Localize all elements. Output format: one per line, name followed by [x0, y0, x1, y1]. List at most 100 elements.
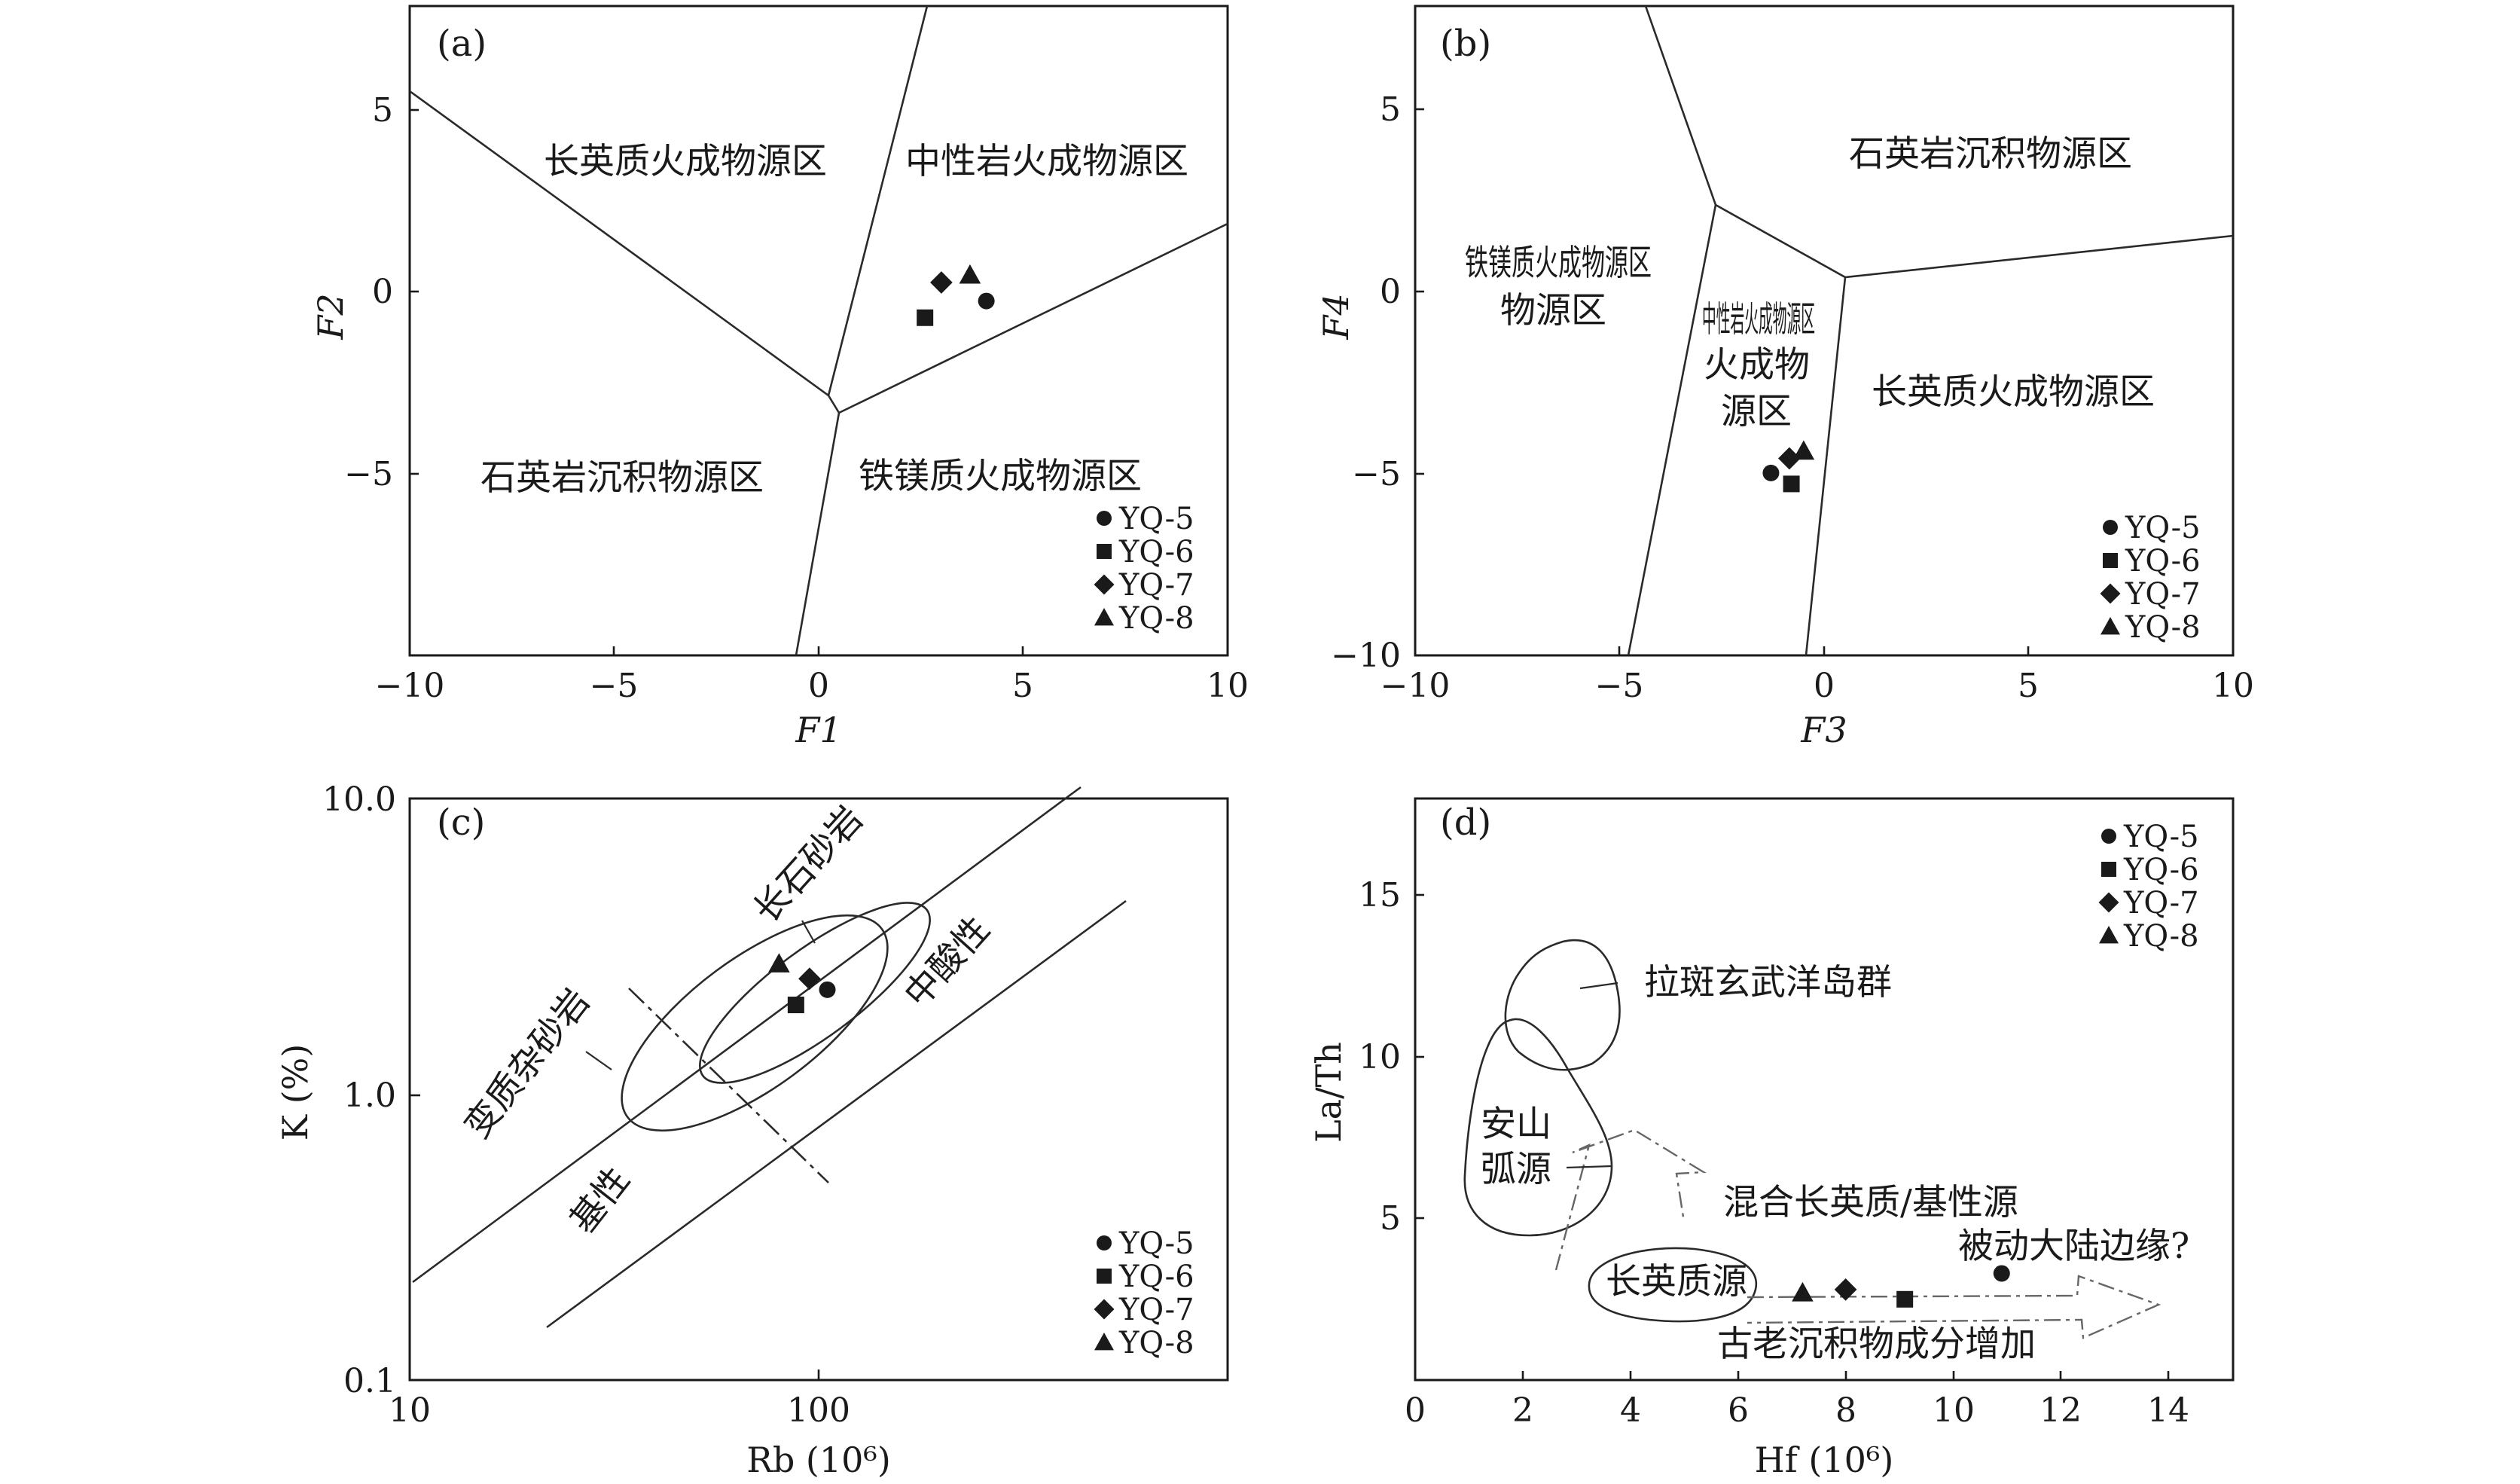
data-point — [917, 309, 934, 326]
plot-frame — [1414, 797, 2235, 1382]
region-label: 中性岩火成物源区 — [1702, 299, 1815, 340]
y-tick-label: 10.0 — [322, 780, 396, 819]
region-label: 石英岩沉积物源区 — [481, 457, 764, 499]
field-outline — [621, 914, 889, 1132]
region-label: 物源区 — [1500, 290, 1606, 331]
legend-label: YQ-6 — [2123, 853, 2199, 887]
legend-marker — [2101, 829, 2116, 844]
y-tick-label: −10 — [1331, 637, 1401, 675]
x-axis: 0 2 4 6 8 10 12 14 Hf (10⁶) — [1405, 1371, 2189, 1480]
y-tick-label: 5 — [372, 91, 393, 130]
legend-label: YQ-6 — [1118, 1260, 1194, 1294]
legend-marker — [1094, 1299, 1115, 1320]
boundary-line — [1805, 276, 1847, 656]
field-outline — [1463, 1018, 1613, 1237]
data-point — [768, 953, 790, 973]
legend-marker — [2103, 553, 2118, 568]
legend-marker — [2101, 617, 2120, 635]
leader-line — [585, 1051, 612, 1070]
data-point — [1762, 464, 1780, 481]
x-tick-label: 5 — [1012, 667, 1033, 705]
legend-label: YQ-7 — [2125, 577, 2201, 612]
region-label: 长英质火成物源区 — [1872, 371, 2155, 413]
x-tick-label: −10 — [1381, 667, 1451, 705]
x-tick-label: −5 — [590, 667, 639, 705]
region-label: 中酸性 — [896, 908, 998, 1015]
region-label: 安山 — [1481, 1104, 1551, 1145]
y-tick-label: 0.1 — [343, 1362, 396, 1400]
legend-label: YQ-7 — [1118, 568, 1194, 603]
x-tick-label: −5 — [1595, 667, 1644, 705]
y-tick-label: 5 — [1380, 90, 1401, 129]
panel-d: (d) 拉斑玄武洋岛群 安山 弧源 混合长英质/基性源 被动大陆边缘? 长英质源… — [1308, 797, 2235, 1480]
legend-marker — [2101, 862, 2116, 877]
y-axis-label: La/Th — [1308, 1042, 1349, 1143]
legend: YQ-5 YQ-6 YQ-7 YQ-8 — [1118, 502, 1194, 636]
x-tick-label: 10 — [2212, 667, 2254, 705]
legend: YQ-5 YQ-6 YQ-7 YQ-8 — [2125, 511, 2201, 645]
x-axis: −10 −5 0 5 10 F3 — [1381, 646, 2254, 750]
legend-label: YQ-6 — [1118, 535, 1194, 569]
y-axis-label: K (%) — [275, 1044, 316, 1141]
panel-label: (d) — [1440, 802, 1491, 844]
x-axis-label: F1 — [795, 710, 841, 750]
panel-c: (c) 长石砂岩 变质杂砂岩 中酸性 基性 10 100 Rb (10⁶) 10… — [275, 780, 1229, 1480]
x-tick-label: −10 — [375, 667, 445, 705]
legend-marker — [2100, 583, 2121, 604]
boundary-line — [1644, 5, 2234, 279]
x-tick-label: 6 — [1728, 1391, 1749, 1430]
legend-marker — [1094, 608, 1114, 626]
panel-label: (a) — [437, 23, 487, 65]
boundary-line — [409, 90, 1228, 414]
data-point — [819, 981, 836, 998]
data-point — [930, 271, 953, 294]
data-point — [1792, 1281, 1814, 1302]
legend-marker — [2103, 520, 2118, 535]
x-tick-label: 14 — [2147, 1391, 2189, 1430]
x-axis-label: F3 — [1800, 710, 1847, 750]
x-tick-label: 8 — [1835, 1391, 1856, 1430]
panel-label: (b) — [1440, 23, 1491, 65]
legend-label: YQ-5 — [1118, 1226, 1194, 1261]
region-label: 古老沉积物成分增加 — [1717, 1324, 2036, 1365]
divider-line — [628, 988, 829, 1183]
y-tick-label: −5 — [344, 455, 393, 493]
boundary-line — [546, 899, 1127, 1329]
legend-label: YQ-5 — [2125, 511, 2201, 545]
data-point — [1896, 1290, 1914, 1308]
x-tick-label: 12 — [2039, 1391, 2082, 1430]
leader-line — [801, 920, 816, 944]
x-axis: −10 −5 0 5 10 F1 — [375, 646, 1249, 750]
legend-marker — [1097, 544, 1112, 559]
legend-label: YQ-8 — [2123, 919, 2199, 954]
region-label: 中性岩火成物源区 — [905, 141, 1188, 182]
data-point — [1777, 447, 1801, 470]
legend-marker — [2098, 892, 2119, 913]
region-label: 长英质源 — [1606, 1261, 1747, 1302]
legend-label: YQ-5 — [1118, 502, 1194, 536]
y-tick-label: 1.0 — [343, 1076, 396, 1115]
x-tick-label: 10 — [1933, 1391, 1975, 1430]
x-tick-label: 10 — [1207, 667, 1249, 705]
y-tick-label: 15 — [1359, 876, 1401, 915]
y-axis: 10.0 1.0 0.1 K (%) — [275, 780, 420, 1400]
x-tick-label: 100 — [787, 1391, 850, 1430]
data-point — [1993, 1265, 2010, 1282]
legend: YQ-5 YQ-6 YQ-7 YQ-8 — [1118, 1226, 1194, 1360]
region-label: 铁镁质火成物源区 — [1465, 243, 1652, 284]
legend-marker — [2099, 926, 2119, 944]
x-tick-label: 10 — [389, 1391, 431, 1430]
y-axis-label: F2 — [310, 293, 351, 340]
legend: YQ-5 YQ-6 YQ-7 YQ-8 — [2123, 820, 2199, 954]
x-tick-label: 0 — [1814, 667, 1835, 705]
y-tick-label: 0 — [372, 273, 393, 311]
trend-arrow — [1554, 1128, 1707, 1271]
leader-line — [1579, 982, 1618, 990]
boundary-line — [412, 786, 1082, 1284]
x-tick-label: 2 — [1512, 1391, 1533, 1430]
legend-label: YQ-7 — [1118, 1293, 1194, 1327]
field-outline — [1588, 1247, 1758, 1323]
leader-line — [1566, 1165, 1612, 1169]
x-axis: 10 100 Rb (10⁶) — [389, 1369, 891, 1480]
